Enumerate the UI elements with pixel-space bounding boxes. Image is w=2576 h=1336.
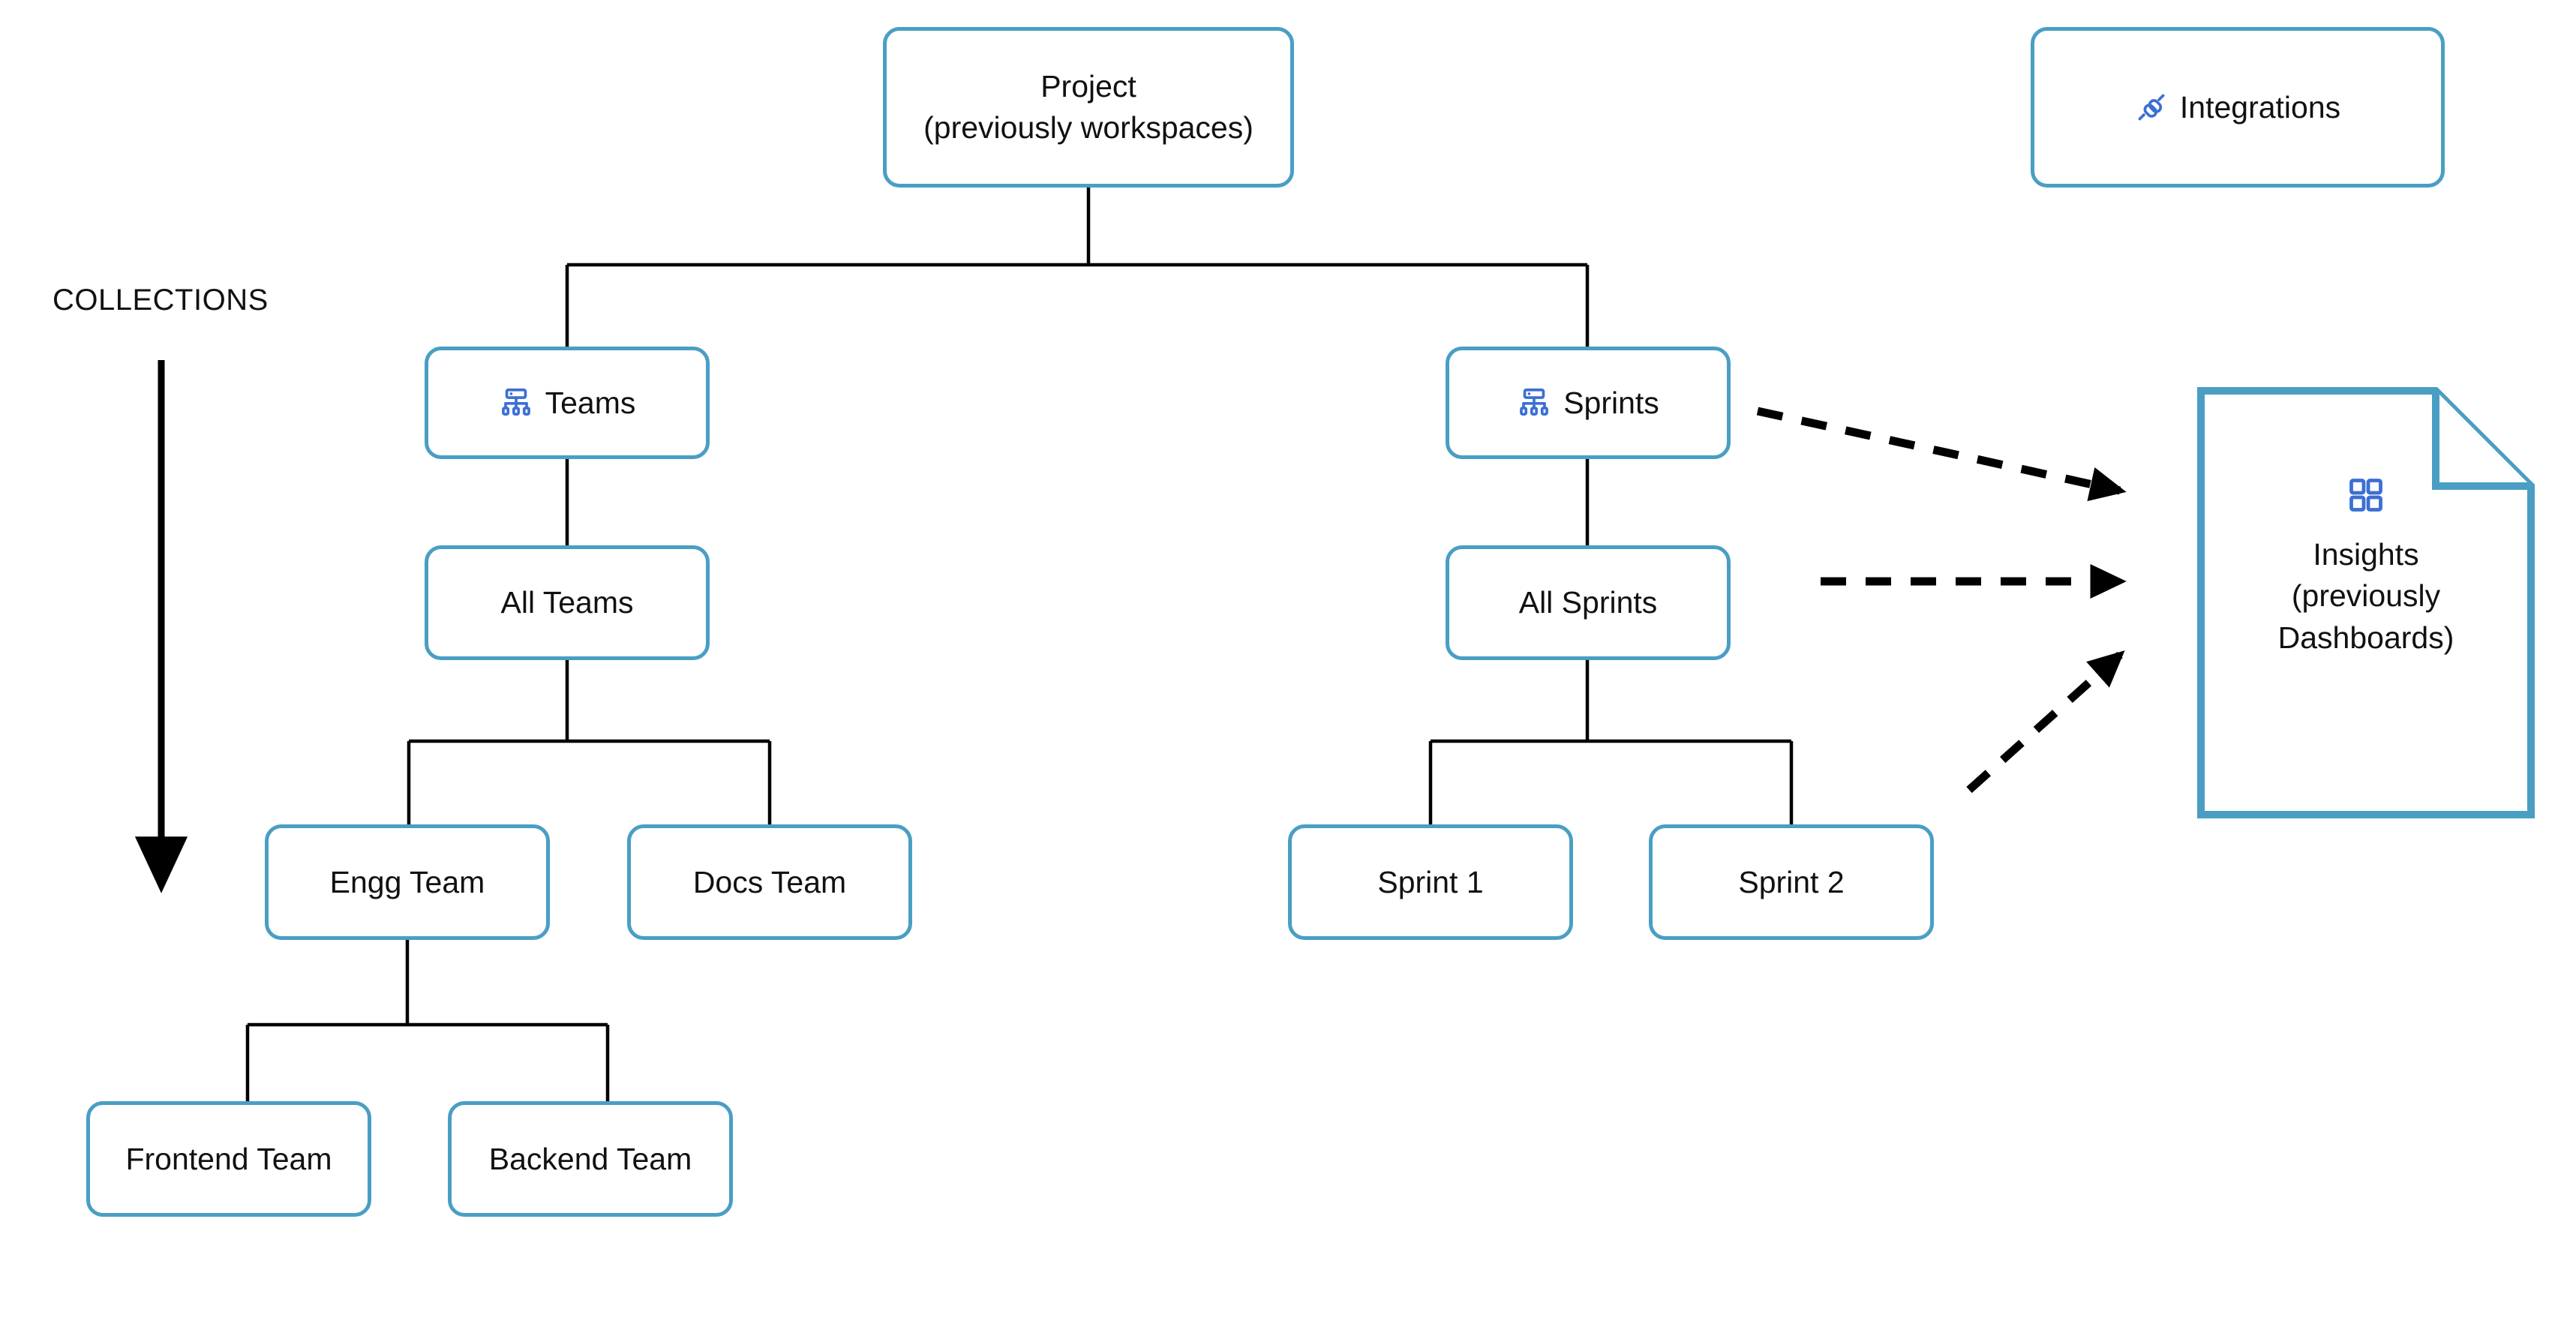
collections-label: COLLECTIONS [53,284,269,317]
node-insights-label: Insights (previously Dashboards) [2277,537,2454,655]
node-project-label: Project (previously workspaces) [923,69,1253,145]
node-docs-team[interactable]: Docs Team [627,824,912,940]
node-project[interactable]: Project (previously workspaces) [883,27,1294,188]
node-engg-team[interactable]: Engg Team [265,824,550,940]
node-engg-team-label: Engg Team [329,864,485,899]
node-docs-team-label: Docs Team [692,864,847,899]
node-sprint-1[interactable]: Sprint 1 [1288,824,1573,940]
node-teams-label: Teams [545,385,636,420]
node-all-teams-label: All Teams [500,585,634,620]
edge-all-sprints-to-children [1428,660,1794,824]
node-sprints-label: Sprints [1563,385,1659,420]
node-all-sprints[interactable]: All Sprints [1446,545,1731,660]
hierarchy-icon [1517,386,1551,420]
edge-all-teams-to-children [407,660,772,824]
node-frontend-team[interactable]: Frontend Team [86,1101,371,1217]
node-sprint-2-label: Sprint 2 [1738,864,1845,899]
node-backend-team[interactable]: Backend Team [448,1101,733,1217]
node-all-teams[interactable]: All Teams [425,545,710,660]
node-all-sprints-label: All Sprints [1518,585,1658,620]
edge-engg-to-children [245,940,610,1101]
document-shape-with-folded-corner [2197,387,2535,818]
grid-2x2-icon [2346,476,2385,515]
node-backend-team-label: Backend Team [488,1141,692,1176]
node-integrations-label: Integrations [2179,89,2341,125]
node-insights[interactable]: Insights (previously Dashboards) [2197,387,2535,818]
integrations-plug-icon [2135,91,2168,124]
dashed-arrow-sprints-to-insights [1756,407,2127,502]
edge-project-to-teams-sprints [565,188,1590,347]
node-frontend-team-label: Frontend Team [125,1141,332,1176]
node-sprint-2[interactable]: Sprint 2 [1649,824,1934,940]
dashed-arrow-sprint2-to-insights [1966,650,2125,794]
node-integrations[interactable]: Integrations [2031,27,2445,188]
node-teams[interactable]: Teams [425,347,710,459]
node-sprints[interactable]: Sprints [1446,347,1731,459]
hierarchy-icon [499,386,533,420]
node-sprint-1-label: Sprint 1 [1377,864,1484,899]
